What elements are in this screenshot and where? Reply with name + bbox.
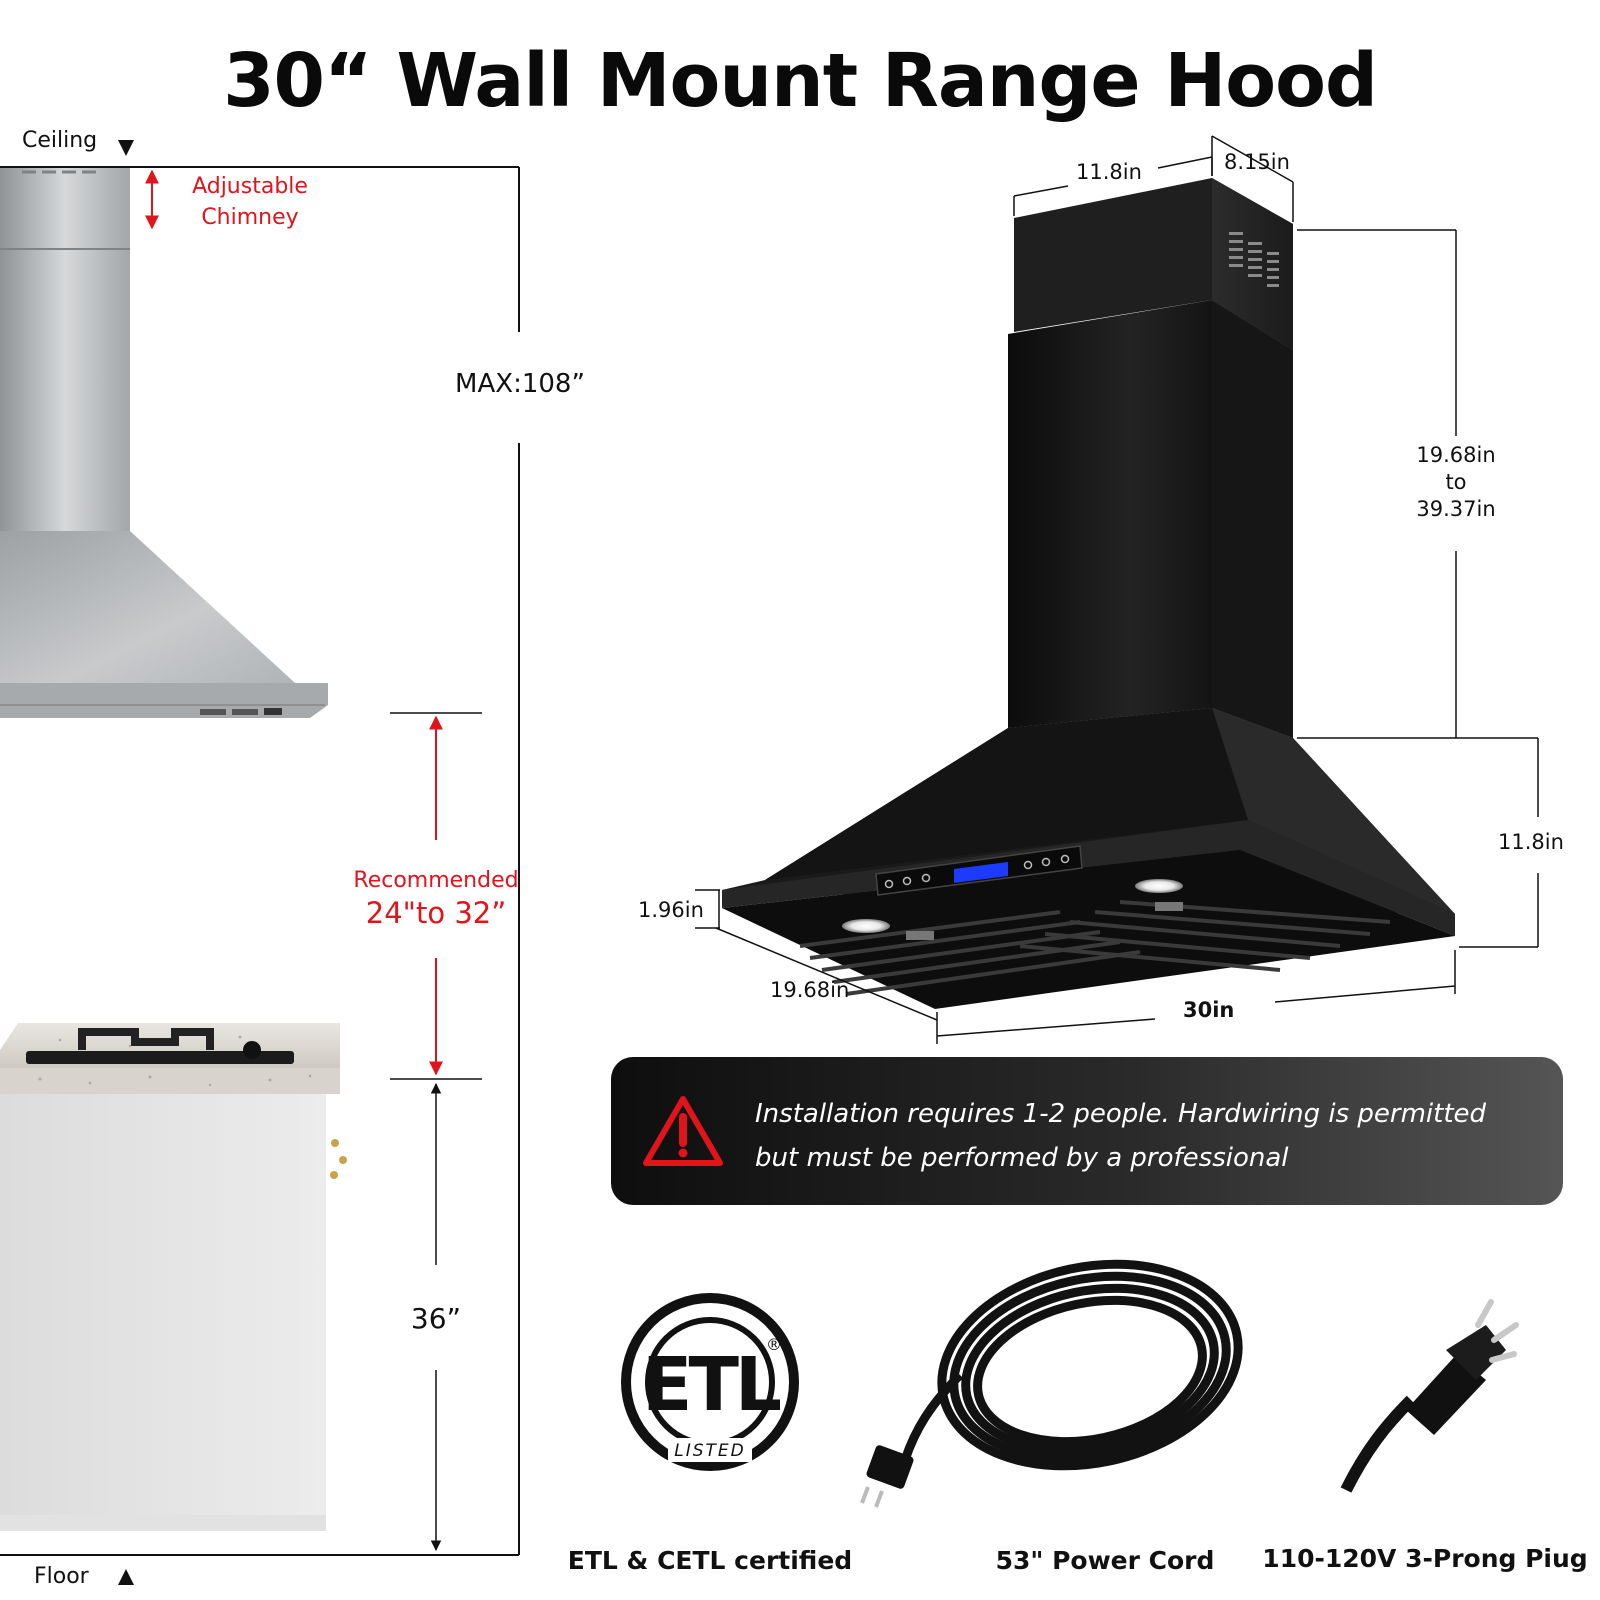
chimney-width-label: 11.8in [1076, 160, 1142, 184]
installation-warning-banner [611, 1057, 1563, 1205]
vent-slots-icon [1229, 232, 1279, 287]
chimney-label-line2: Chimney [201, 205, 299, 230]
floor-label: Floor [34, 1564, 89, 1589]
installation-dimension-lines [0, 166, 520, 1556]
warning-line-1: Installation requires 1-2 people. Hardwi… [755, 1099, 1487, 1129]
page-title: 30“ Wall Mount Range Hood [223, 38, 1378, 124]
max-height-label: MAX:108” [455, 369, 585, 399]
power-cord-image [860, 1259, 1243, 1508]
etl-registered-mark: ® [766, 1335, 782, 1354]
ceiling-arrow-icon [118, 140, 134, 156]
floor-arrow-icon [118, 1569, 134, 1585]
canopy-height-label: 11.8in [1498, 830, 1564, 854]
depth-label: 19.68in [770, 978, 850, 1002]
chimney-depth-label: 8.15in [1224, 150, 1290, 174]
counter-height-label: 36” [410, 1302, 462, 1335]
stainless-hood-illustration [0, 167, 328, 718]
ceiling-label: Ceiling [22, 128, 98, 153]
width-label: 30in [1183, 998, 1235, 1022]
recommended-label: Recommended [353, 868, 519, 893]
lamp-left-icon [842, 919, 890, 933]
chimney-height-line2: to [1445, 470, 1467, 494]
etl-logo-letters: ETL [642, 1342, 781, 1428]
caption-power-cord: 53" Power Cord [995, 1546, 1215, 1575]
etl-listed-logo: ETL ® LISTED [621, 1293, 799, 1471]
chimney-label-line1: Adjustable [192, 174, 308, 199]
lamp-right-icon [1135, 879, 1183, 893]
caption-etl: ETL & CETL certified [567, 1546, 853, 1575]
edge-height-label: 1.96in [638, 898, 704, 922]
kitchen-counter-illustration [0, 1023, 347, 1531]
recommended-range: 24"to 32” [365, 896, 507, 930]
plug-image [1340, 1299, 1519, 1493]
blue-display [954, 862, 1008, 883]
chimney-height-line1: 19.68in [1416, 443, 1496, 467]
warning-triangle-icon [643, 1096, 723, 1166]
hood-dimension-lines [695, 135, 1539, 1044]
etl-logo-listed: LISTED [674, 1441, 746, 1461]
black-hood-illustration [722, 178, 1455, 1009]
warning-line-2: but must be performed by a professional [755, 1143, 1289, 1173]
chimney-height-line3: 39.37in [1416, 497, 1496, 521]
warning-text: Installation requires 1-2 people. Hardwi… [755, 1092, 1555, 1180]
caption-plug: 110-120V 3-Prong Piug [1262, 1544, 1588, 1573]
